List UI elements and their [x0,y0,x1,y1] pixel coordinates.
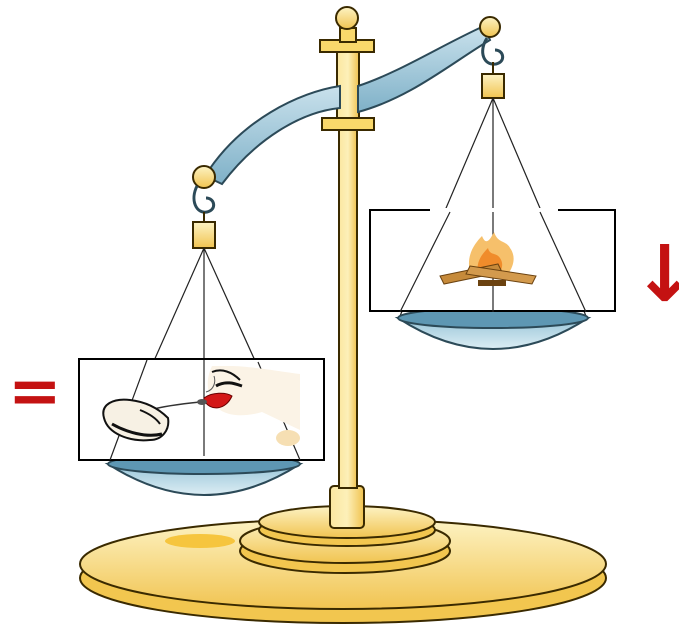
scale-base [80,486,606,623]
right-pan [398,308,588,349]
equals-icon: = [8,360,62,424]
down-arrow-icon: ↓ [632,236,679,314]
campfire-image [370,208,615,312]
scale-pole [320,7,374,488]
eating-spoon-image [79,359,324,460]
